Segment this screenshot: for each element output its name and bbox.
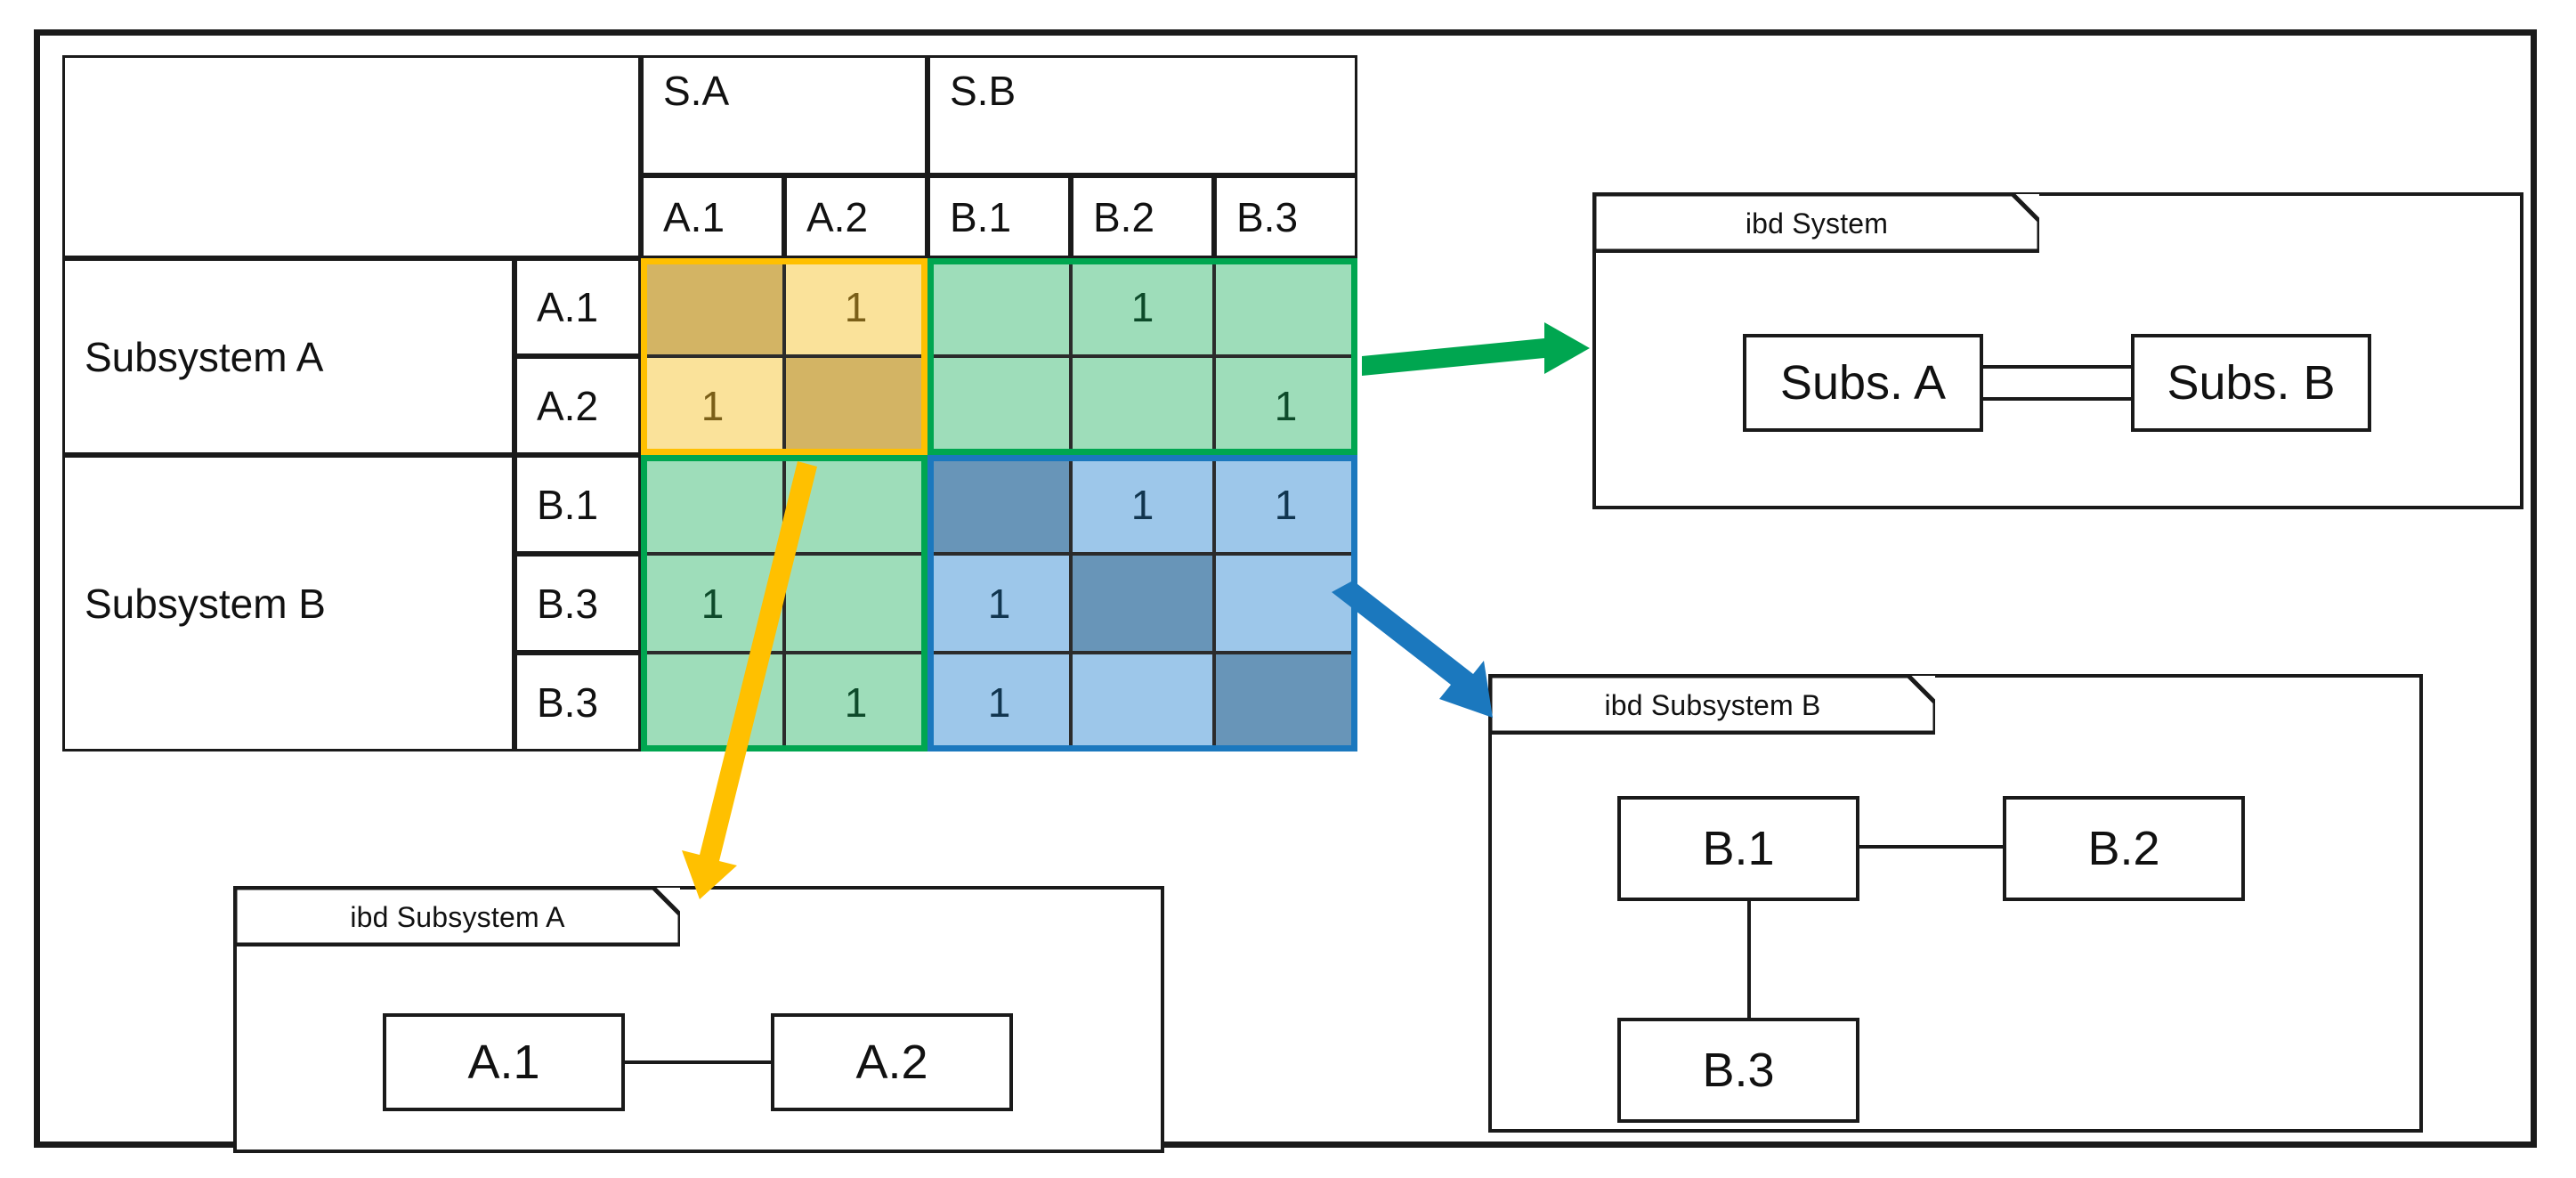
row-header-a2: A.2 [514, 356, 641, 455]
connector-b1-b2 [1859, 845, 2003, 849]
matrix-cell-value: 1 [1130, 284, 1154, 330]
matrix-cell-r3c0[interactable]: 1 [641, 554, 784, 653]
row-group-header-subsystem-a: Subsystem A [62, 258, 514, 455]
row-header-label: B.1 [537, 481, 599, 528]
matrix-cell-r2c3[interactable]: 1 [1071, 455, 1214, 554]
part-label: Subs. A [1779, 356, 1947, 410]
matrix-cell-r2c0[interactable] [641, 455, 784, 554]
col-header-label: A.1 [663, 193, 725, 240]
matrix-cell-r2c4[interactable]: 1 [1214, 455, 1357, 554]
row-group-label: Subsystem B [85, 580, 326, 627]
col-header-b2: B.2 [1071, 175, 1214, 258]
ibd-subsystem-a-block: ibd Subsystem A A.1 A.2 [233, 886, 1164, 1153]
col-group-header-sb: S.B [928, 55, 1357, 175]
col-header-label: A.2 [806, 193, 869, 240]
matrix-cell-r4c0[interactable] [641, 653, 784, 751]
matrix-cell-value: 1 [987, 580, 1011, 627]
matrix-cell-r0c2[interactable] [928, 258, 1071, 356]
part-b2[interactable]: B.2 [2003, 796, 2245, 901]
part-label: B.2 [2087, 822, 2160, 875]
part-label: B.3 [1702, 1044, 1775, 1097]
col-header-b3: B.3 [1214, 175, 1357, 258]
matrix-cell-r0c0[interactable] [641, 258, 784, 356]
ibd-subsystem-a-name-tab: ibd Subsystem A [235, 888, 680, 946]
row-header-a1: A.1 [514, 258, 641, 356]
matrix-cell-r4c2[interactable]: 1 [928, 653, 1071, 751]
ibd-subsystem-a-title: ibd Subsystem A [350, 900, 565, 933]
part-a2[interactable]: A.2 [771, 1013, 1013, 1111]
part-label: A.2 [855, 1036, 928, 1089]
matrix-cell-value: 1 [701, 580, 725, 627]
matrix-cell-r1c0[interactable]: 1 [641, 356, 784, 455]
part-subs-b[interactable]: Subs. B [2131, 334, 2371, 432]
ibd-subsystem-b-block: ibd Subsystem B B.1 B.2 B.3 [1488, 674, 2423, 1133]
row-group-label: Subsystem A [85, 333, 324, 380]
row-header-label: A.2 [537, 382, 599, 429]
col-header-label: B.2 [1093, 193, 1155, 240]
ibd-subsystem-b-title: ibd Subsystem B [1604, 688, 1821, 721]
matrix-cell-r0c1[interactable]: 1 [784, 258, 928, 356]
col-group-header-sa: S.A [641, 55, 928, 175]
matrix-cell-r2c2[interactable] [928, 455, 1071, 554]
part-a1[interactable]: A.1 [383, 1013, 625, 1111]
matrix-cell-r0c3[interactable]: 1 [1071, 258, 1214, 356]
part-label: A.1 [467, 1036, 540, 1089]
part-label: B.1 [1702, 822, 1775, 875]
col-group-label: S.A [663, 68, 730, 114]
connector-b1-b3 [1747, 901, 1751, 1018]
col-group-label: S.B [950, 68, 1017, 114]
part-b1[interactable]: B.1 [1617, 796, 1859, 901]
matrix-cell-r4c3[interactable] [1071, 653, 1214, 751]
matrix-corner-cell [62, 55, 641, 258]
ibd-system-title: ibd System [1745, 207, 1889, 240]
row-header-b3-first: B.3 [514, 554, 641, 653]
col-header-a1: A.1 [641, 175, 784, 258]
row-header-b3-second: B.3 [514, 653, 641, 751]
matrix-cell-value: 1 [1130, 481, 1154, 528]
matrix-cell-r3c3[interactable] [1071, 554, 1214, 653]
col-header-label: B.3 [1236, 193, 1299, 240]
row-group-header-subsystem-b: Subsystem B [62, 455, 514, 751]
part-b3[interactable]: B.3 [1617, 1018, 1859, 1123]
row-header-label: B.3 [537, 678, 599, 726]
matrix-cell-r4c1[interactable]: 1 [784, 653, 928, 751]
matrix-cell-value: 1 [987, 678, 1011, 726]
matrix-cell-r2c1[interactable] [784, 455, 928, 554]
ibd-subsystem-b-name-tab: ibd Subsystem B [1490, 676, 1935, 735]
outer-frame [34, 29, 2537, 1148]
name-tab-shape [1490, 676, 1935, 735]
ibd-system-block: ibd System Subs. A Subs. B [1592, 192, 2523, 509]
col-header-b1: B.1 [928, 175, 1071, 258]
col-header-a2: A.2 [784, 175, 928, 258]
col-header-label: B.1 [950, 193, 1012, 240]
part-subs-a[interactable]: Subs. A [1743, 334, 1983, 432]
row-header-b1: B.1 [514, 455, 641, 554]
matrix-cell-value: 1 [844, 284, 868, 330]
row-header-label: B.3 [537, 580, 599, 627]
matrix-cell-r4c4[interactable] [1214, 653, 1357, 751]
matrix-cell-r3c4[interactable] [1214, 554, 1357, 653]
connector-subs-a-subs-b [1983, 365, 2131, 401]
matrix-cell-r1c4[interactable]: 1 [1214, 356, 1357, 455]
matrix-cell-r3c1[interactable] [784, 554, 928, 653]
matrix-cell-r1c2[interactable] [928, 356, 1071, 455]
matrix-cell-value: 1 [1274, 481, 1298, 528]
name-tab-shape [1594, 194, 2039, 253]
matrix-cell-value: 1 [1274, 382, 1298, 429]
matrix-cell-r3c2[interactable]: 1 [928, 554, 1071, 653]
dsm-matrix: S.A S.B A.1 A.2 B.1 B.2 B.3 Subsystem A … [62, 55, 1357, 751]
matrix-cell-r1c3[interactable] [1071, 356, 1214, 455]
name-tab-shape [235, 888, 680, 946]
matrix-cell-value: 1 [701, 382, 725, 429]
matrix-cell-r1c1[interactable] [784, 356, 928, 455]
matrix-cell-value: 1 [844, 678, 868, 726]
connector-a1-a2 [625, 1060, 771, 1064]
row-header-label: A.1 [537, 284, 599, 330]
ibd-system-name-tab: ibd System [1594, 194, 2039, 253]
part-label: Subs. B [2167, 356, 2336, 410]
matrix-cell-r0c4[interactable] [1214, 258, 1357, 356]
